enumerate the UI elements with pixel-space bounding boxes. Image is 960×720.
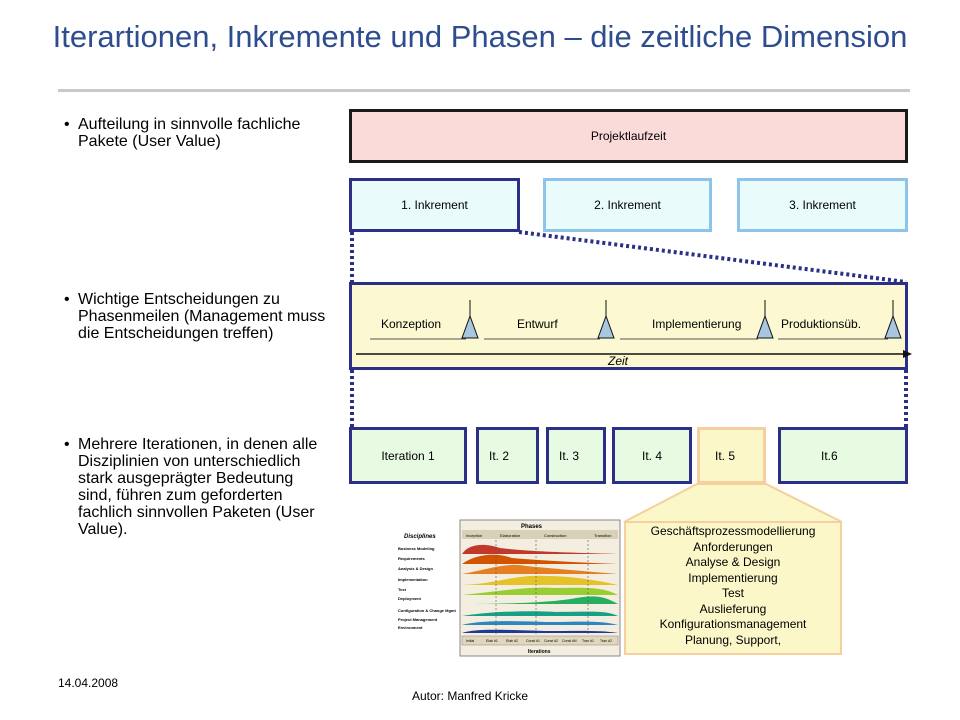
phase-label-implementierung: Implementierung: [652, 317, 742, 331]
bullet-marker: •: [64, 436, 70, 453]
iteration-4: It. 4: [612, 427, 692, 484]
rup-phase-name: Elaboration: [500, 533, 520, 538]
bullet-marker: •: [64, 291, 70, 308]
rup-hump-chart: Phases Disciplines Inception Elaboration…: [396, 518, 622, 658]
bullet-marker: •: [64, 116, 70, 133]
rup-iteration-cell: Const #2: [544, 639, 558, 643]
iteration-6: It.6: [778, 427, 908, 484]
rup-iteration-cell: Tran #2: [600, 639, 612, 643]
bullet-text: Mehrere Iterationen, in denen alle Diszi…: [78, 436, 318, 538]
rup-iteration-row: [461, 635, 619, 646]
rup-chart-graphic: Phases Disciplines Inception Elaboration…: [398, 519, 621, 657]
rup-hump-requirements: [462, 554, 618, 564]
discipline-item: Konfigurationsmanagement: [659, 617, 807, 631]
iteration-label: It. 4: [641, 448, 662, 463]
increment-label: 1. Inkrement: [401, 198, 468, 212]
rup-discipline-name: Configuration & Change Mgmt: [398, 608, 456, 613]
iteration-5-disciplines: Geschäftsprozessmodellierung Anforderung…: [624, 521, 842, 655]
discipline-item: Implementierung: [688, 570, 778, 585]
rup-phase-name: Construction: [544, 533, 566, 538]
rup-discipline-name: Environment: [398, 625, 423, 630]
discipline-item: Auslieferung: [699, 601, 767, 616]
connector-line: [518, 230, 907, 284]
rup-hump-environment: [462, 629, 618, 633]
iteration-2: It. 2: [476, 427, 539, 484]
iteration-label: It. 2: [489, 448, 510, 463]
rup-phase-name: Inception: [466, 533, 482, 538]
increment-label: 3. Inkrement: [789, 198, 856, 212]
rup-iteration-cell: Tran #1: [582, 639, 594, 643]
rup-iteration-cell: Elab #2: [506, 639, 518, 643]
rup-iteration-cell: Const #N: [562, 639, 577, 643]
project-duration-bar: Projektlaufzeit: [349, 109, 908, 163]
bullet-text: Aufteilung in sinnvolle fachliche Pakete…: [78, 116, 301, 150]
zoom-funnel: [623, 483, 843, 523]
rup-hump-management: [462, 621, 618, 625]
bullet-text: Wichtige Entscheidungen zu Phasenmeilen …: [78, 291, 326, 342]
bullet-phases: • Wichtige Entscheidungen zu Phasenmeile…: [64, 291, 328, 342]
discipline-item: Anforderungen: [693, 539, 773, 554]
rup-disciplines-header: Disciplines: [404, 534, 436, 540]
discipline-item: Test: [721, 586, 744, 600]
iteration-label: It. 3: [559, 448, 580, 463]
rup-hump-business: [462, 544, 618, 554]
milestone-icon: [884, 314, 902, 339]
bullet-increments: • Aufteilung in sinnvolle fachliche Pake…: [64, 116, 328, 150]
phase-label-produktion: Produktionsüb.: [781, 317, 862, 331]
footer-date: 14.04.2008: [58, 676, 119, 690]
discipline-item: Analyse & Design: [685, 555, 781, 569]
rup-phase-name: Transition: [594, 533, 611, 538]
rup-discipline-name: Business Modeling: [398, 546, 435, 551]
iteration-label: It.6: [821, 448, 838, 463]
milestone-icon: [461, 314, 479, 339]
rup-discipline-name: Requirements: [398, 556, 425, 561]
iteration-1: Iteration 1: [349, 427, 467, 484]
rup-iteration-cell: Const #1: [526, 639, 540, 643]
phase-label-entwurf: Entwurf: [517, 317, 558, 331]
rup-hump-analysis: [462, 564, 618, 574]
bullet-iterations: • Mehrere Iterationen, in denen alle Dis…: [64, 436, 328, 538]
phase-label-konzeption: Konzeption: [381, 317, 442, 331]
rup-discipline-name: Analysis & Design: [398, 566, 433, 571]
rup-hump-implementation: [462, 575, 618, 585]
rup-iteration-cell: Elab #1: [486, 639, 498, 643]
iteration-5-highlighted: It. 5: [697, 427, 766, 484]
rup-discipline-name: Implementation: [398, 577, 428, 582]
time-axis-label: Zeit: [608, 354, 629, 368]
rup-hump-config: [462, 611, 618, 616]
rup-hump-deployment: [462, 596, 618, 604]
project-duration-label: Projektlaufzeit: [590, 129, 667, 143]
iteration-label: Iteration 1: [381, 448, 435, 463]
rup-discipline-name: Test: [398, 587, 407, 592]
iteration-3: It. 3: [546, 427, 606, 484]
rup-phases-header: Phases: [521, 524, 543, 530]
milestone-icon: [756, 314, 774, 339]
iteration-label: It. 5: [715, 448, 736, 463]
milestone-icon: [597, 314, 615, 339]
increment-3: 3. Inkrement: [737, 178, 908, 232]
rup-discipline-name: Project Management: [398, 617, 438, 622]
time-arrow-head: [903, 350, 912, 358]
page-title: Iterartionen, Inkremente und Phasen – di…: [52, 19, 908, 54]
rup-iteration-cell: Initial: [466, 639, 474, 643]
footer-author: Autor: Manfred Kricke: [412, 689, 529, 703]
rup-iterations-footer: Iterations: [528, 649, 551, 655]
rup-phase-band: [462, 530, 618, 539]
rup-discipline-name: Deployment: [398, 596, 422, 601]
rup-hump-test: [462, 587, 618, 595]
title-divider: [58, 89, 910, 92]
discipline-item: Planung, Support,: [684, 632, 782, 647]
increment-1: 1. Inkrement: [349, 178, 520, 232]
increment-label: 2. Inkrement: [594, 198, 661, 212]
increment-2: 2. Inkrement: [543, 178, 712, 232]
discipline-item: Geschäftsprozessmodellierung: [650, 524, 816, 538]
